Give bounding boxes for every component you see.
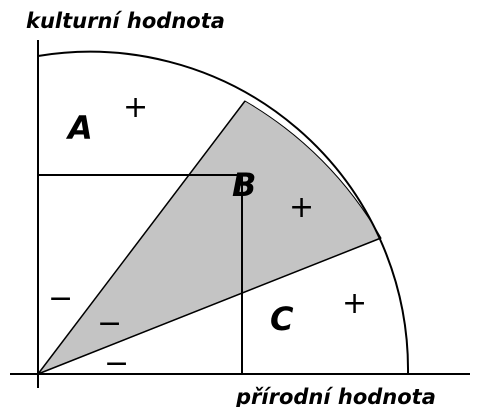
plus-sign-a: +	[123, 90, 148, 125]
region-label-c: C	[270, 300, 294, 338]
minus-sign-left: −	[48, 281, 73, 316]
x-axis-label: přírodní hodnota	[235, 385, 436, 407]
minus-sign-middle: −	[97, 306, 122, 341]
boundary-ray-lower	[37, 237, 382, 375]
plus-sign-c: +	[342, 286, 367, 321]
quarter-circle-arc	[37, 50, 410, 375]
region-label-b: B	[232, 166, 256, 204]
region-label-a: A	[65, 109, 93, 147]
boundary-ray-upper	[37, 100, 246, 375]
y-axis-label: kulturní hodnota	[26, 9, 225, 33]
plus-sign-b: +	[289, 190, 314, 225]
minus-sign-bottom: −	[104, 346, 129, 381]
